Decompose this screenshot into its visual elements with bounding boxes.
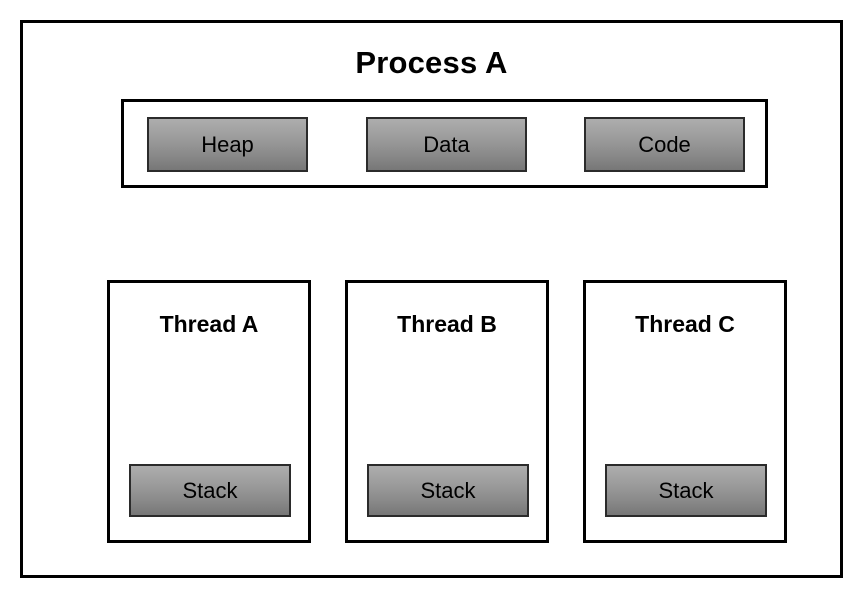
thread-b-title: Thread B	[397, 311, 497, 337]
memory-segment-heap-label: Heap	[201, 131, 254, 157]
memory-segment-code: Code	[584, 117, 745, 172]
process-title: Process A	[355, 45, 508, 80]
thread-a-title: Thread A	[159, 311, 259, 337]
thread-a-stack: Stack	[129, 464, 291, 517]
memory-segment-code-label: Code	[638, 131, 691, 157]
thread-b-stack-label: Stack	[420, 477, 476, 503]
process-container: Process A Heap Data Code Thread A Stack …	[20, 20, 843, 578]
thread-a-stack-label: Stack	[182, 477, 238, 503]
memory-segment-data: Data	[366, 117, 527, 172]
thread-box-a: Thread A Stack	[107, 280, 311, 543]
thread-c-stack-label: Stack	[658, 477, 714, 503]
thread-b-stack: Stack	[367, 464, 529, 517]
thread-c-title: Thread C	[635, 311, 735, 337]
thread-c-stack: Stack	[605, 464, 767, 517]
thread-box-c: Thread C Stack	[583, 280, 787, 543]
memory-segments-container: Heap Data Code	[121, 99, 768, 188]
thread-box-b: Thread B Stack	[345, 280, 549, 543]
memory-segment-heap: Heap	[147, 117, 308, 172]
memory-segment-data-label: Data	[423, 131, 470, 157]
